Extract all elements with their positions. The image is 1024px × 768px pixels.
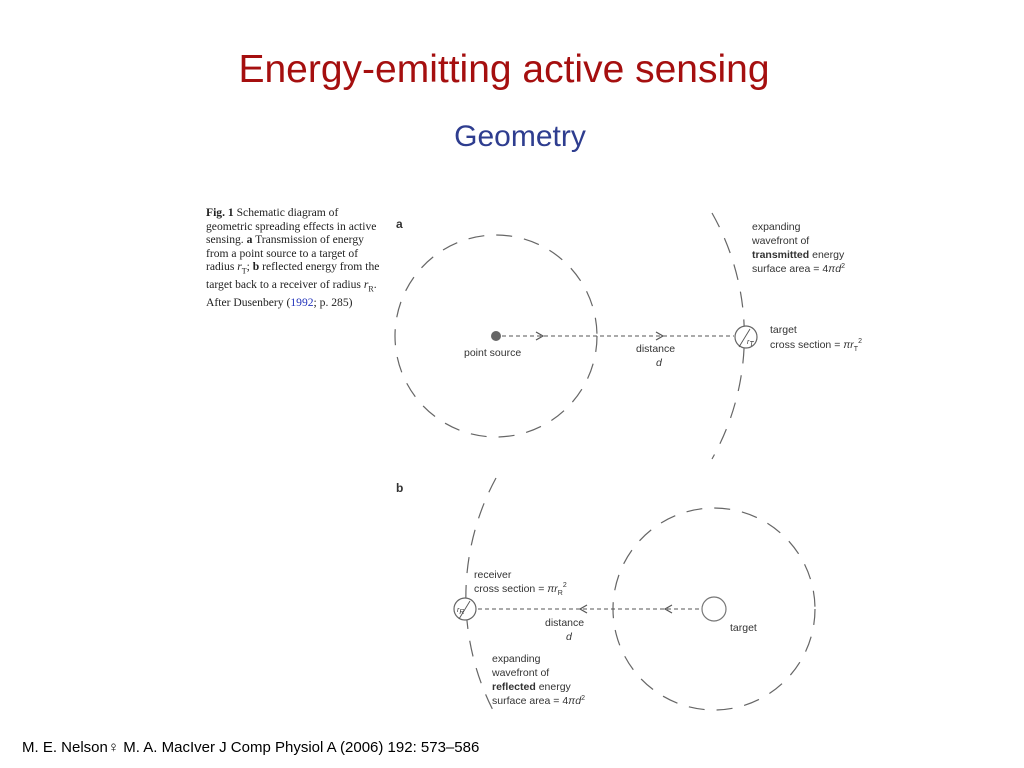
- target-cross-section-a: cross section = πrT2: [770, 338, 862, 353]
- panel-a-expanding-wavefront: [711, 212, 745, 460]
- panel-b-arrow-1: [663, 604, 673, 614]
- wavefront-a-area: surface area = 4πd2: [752, 263, 845, 275]
- wavefront-a-line2: wavefront of: [751, 235, 809, 247]
- caption-text-2: Transmission of energy from a point sour…: [206, 233, 364, 274]
- caption-fig-label: Fig. 1: [206, 206, 234, 219]
- panel-a-arrow-1: [535, 331, 545, 341]
- caption-a-label: a: [246, 233, 253, 247]
- target-circle-b: [701, 596, 727, 622]
- slide-title: Energy-emitting active sensing: [238, 48, 770, 91]
- caption-text-6: ; p. 285): [313, 296, 353, 310]
- caption-citation-link[interactable]: 1992: [290, 296, 314, 310]
- wavefront-b-area: surface area = 4πd2: [492, 695, 585, 707]
- target-radius-line-a: [738, 328, 751, 348]
- point-source-dot: [491, 331, 501, 341]
- receiver-radius-line: [458, 600, 471, 620]
- panel-b-label: b: [396, 481, 403, 495]
- wavefront-a-line1: expanding: [752, 221, 801, 233]
- panel-b-expanding-wavefront: [465, 477, 497, 717]
- slide-subtitle: Geometry: [454, 120, 586, 153]
- distance-var-a: d: [656, 357, 663, 369]
- reference-citation: M. E. Nelson♀ M. A. MacIver J Comp Physi…: [22, 739, 480, 756]
- caption-b-label: b: [252, 260, 260, 274]
- distance-var-b: d: [566, 631, 573, 643]
- receiver-radius-glyph: rR: [457, 607, 464, 616]
- wavefront-a-line3: transmitted energy: [752, 249, 845, 261]
- panel-a-arrow-2: [655, 331, 665, 341]
- caption-rt-sub: T: [241, 266, 247, 276]
- caption-r-symbol-2: r: [363, 278, 369, 292]
- caption-text-3: ;: [246, 260, 253, 274]
- figure-caption: Fig. 1 Schematic diagram of geometric sp…: [206, 206, 386, 310]
- receiver-label: receiver: [474, 569, 512, 581]
- point-source-label: point source: [464, 347, 521, 359]
- target-label-b: target: [730, 622, 757, 634]
- caption-r-symbol: r: [237, 260, 242, 274]
- panel-a-label: a: [396, 217, 403, 231]
- caption-text-5: . After Dusenbery (: [206, 278, 377, 310]
- distance-label-a: distance: [636, 343, 675, 355]
- caption-text-1: Schematic diagram of geometric spreading…: [206, 206, 377, 247]
- caption-text-4: reflected energy from the target back to…: [206, 260, 380, 292]
- wavefront-b-line2: wavefront of: [491, 667, 549, 679]
- panel-b-arrow-2: [578, 604, 588, 614]
- target-radius-glyph-a: rT: [747, 339, 754, 348]
- target-circle-a: [734, 325, 758, 349]
- receiver-cross-section: cross section = πrR2: [474, 582, 567, 597]
- wavefront-b-line3: reflected energy: [492, 681, 572, 693]
- wavefront-b-line1: expanding: [492, 653, 541, 665]
- caption-rr-sub: R: [368, 284, 374, 294]
- target-label-a: target: [770, 324, 797, 336]
- distance-label-b: distance: [545, 617, 584, 629]
